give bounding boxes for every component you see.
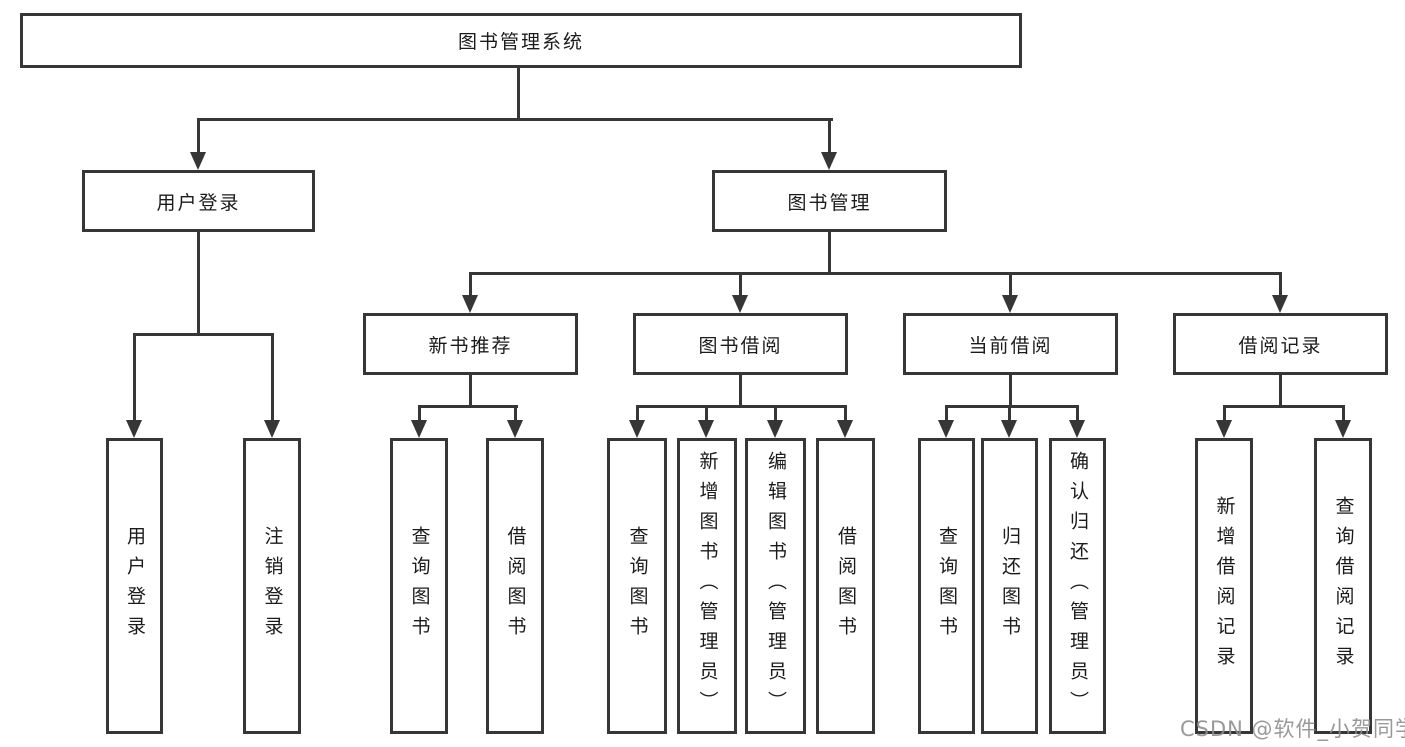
connector-borrowing-records-group [1223,405,1345,408]
node-user-login: 用户登录 [82,170,315,232]
leaf-logout: 注销登录 [243,438,301,734]
arrow-down-icon [1001,420,1017,438]
node-book-borrowing: 图书借阅 [633,313,848,375]
leaf-bb-query-books-label: 查询图书 [626,526,649,646]
arrow-down-icon [837,420,853,438]
connector-line [945,405,948,420]
arrow-down-icon [938,420,954,438]
arrow-down-icon [126,420,142,438]
leaf-cb-query-books: 查询图书 [918,438,975,734]
arrow-down-icon [411,420,427,438]
leaf-bb-edit-books-admin-label: 编辑图书（管理员） [765,451,787,721]
connector-line [271,333,274,420]
connector-book-borrowing-group [636,405,847,408]
leaf-cb-confirm-return-admin-label: 确认归还（管理员） [1067,451,1089,721]
connector-level3 [469,272,1282,275]
connector-line [469,272,472,295]
leaf-nb-borrow-books: 借阅图书 [486,438,544,734]
node-book-borrowing-label: 图书借阅 [698,334,783,357]
connector-line [1342,405,1345,420]
arrow-down-icon [462,295,478,313]
leaf-logout-label: 注销登录 [261,526,284,646]
node-book-management-label: 图书管理 [787,191,872,214]
leaf-br-add-record: 新增借阅记录 [1195,438,1253,734]
leaf-bb-add-books-admin: 新增图书（管理员） [677,438,737,734]
arrow-down-icon [1069,420,1085,438]
leaf-user-login: 用户登录 [106,438,163,734]
leaf-cb-query-books-label: 查询图书 [936,526,958,646]
connector-line [1009,272,1012,295]
node-root: 图书管理系统 [20,13,1022,68]
arrow-down-icon [1002,295,1018,313]
connector-line [1279,272,1282,295]
node-current-borrowing: 当前借阅 [903,313,1118,375]
node-borrowing-records-label: 借阅记录 [1238,334,1323,357]
node-borrowing-records: 借阅记录 [1173,313,1388,375]
arrow-down-icon [821,152,837,170]
connector-line [636,405,639,420]
arrow-down-icon [698,420,714,438]
connector-borrowing-records-stub [1279,375,1282,405]
connector-to-book-management [828,118,831,152]
node-user-login-label: 用户登录 [156,191,241,214]
connector-line [705,405,708,420]
arrow-down-icon [1216,420,1232,438]
connector-line [1223,405,1226,420]
connector-user-login-group [133,333,274,336]
connector-line [844,405,847,420]
leaf-br-query-record: 查询借阅记录 [1314,438,1372,734]
leaf-bb-borrow-books-label: 借阅图书 [835,526,857,646]
connector-book-borrowing-stub [739,375,742,405]
connector-current-borrowing-stub [1009,375,1012,405]
leaf-bb-query-books: 查询图书 [607,438,667,734]
node-root-label: 图书管理系统 [457,31,584,53]
connector-line [1008,405,1011,420]
leaf-bb-add-books-admin-label: 新增图书（管理员） [696,451,719,721]
connector-line [418,405,421,420]
connector-line [774,405,777,420]
connector-current-borrowing-group [945,405,1079,408]
arrow-down-icon [732,295,748,313]
connector-book-management-stub [828,232,831,272]
node-new-book-recommend-label: 新书推荐 [428,334,513,357]
arrow-down-icon [264,420,280,438]
watermark: CSDN @软件_小贺同学 [1180,717,1405,741]
connector-user-login-stub [197,232,200,333]
leaf-nb-query-books-label: 查询图书 [408,526,431,646]
leaf-cb-confirm-return-admin: 确认归还（管理员） [1049,438,1106,734]
node-new-book-recommend: 新书推荐 [363,313,578,375]
leaf-cb-return-books-label: 归还图书 [999,526,1021,646]
arrow-down-icon [1335,420,1351,438]
leaf-nb-query-books: 查询图书 [390,438,448,734]
connector-line [133,333,136,420]
leaf-user-login-label: 用户登录 [124,526,146,646]
leaf-br-query-record-label: 查询借阅记录 [1332,496,1355,676]
leaf-bb-edit-books-admin: 编辑图书（管理员） [745,438,806,734]
connector-line [514,405,517,420]
arrow-down-icon [629,420,645,438]
connector-new-book-stub [469,375,472,405]
leaf-bb-borrow-books: 借阅图书 [816,438,875,734]
connector-root-stub [517,68,520,118]
connector-line [739,272,742,295]
leaf-cb-return-books: 归还图书 [981,438,1038,734]
connector-level2 [197,118,833,121]
connector-to-user-login [197,118,200,152]
arrow-down-icon [190,152,206,170]
arrow-down-icon [767,420,783,438]
arrow-down-icon [507,420,523,438]
node-current-borrowing-label: 当前借阅 [968,334,1053,357]
arrow-down-icon [1272,295,1288,313]
connector-new-book-group [418,405,518,408]
node-book-management: 图书管理 [712,170,947,232]
connector-line [1076,405,1079,420]
leaf-nb-borrow-books-label: 借阅图书 [504,526,527,646]
leaf-br-add-record-label: 新增借阅记录 [1213,496,1236,676]
